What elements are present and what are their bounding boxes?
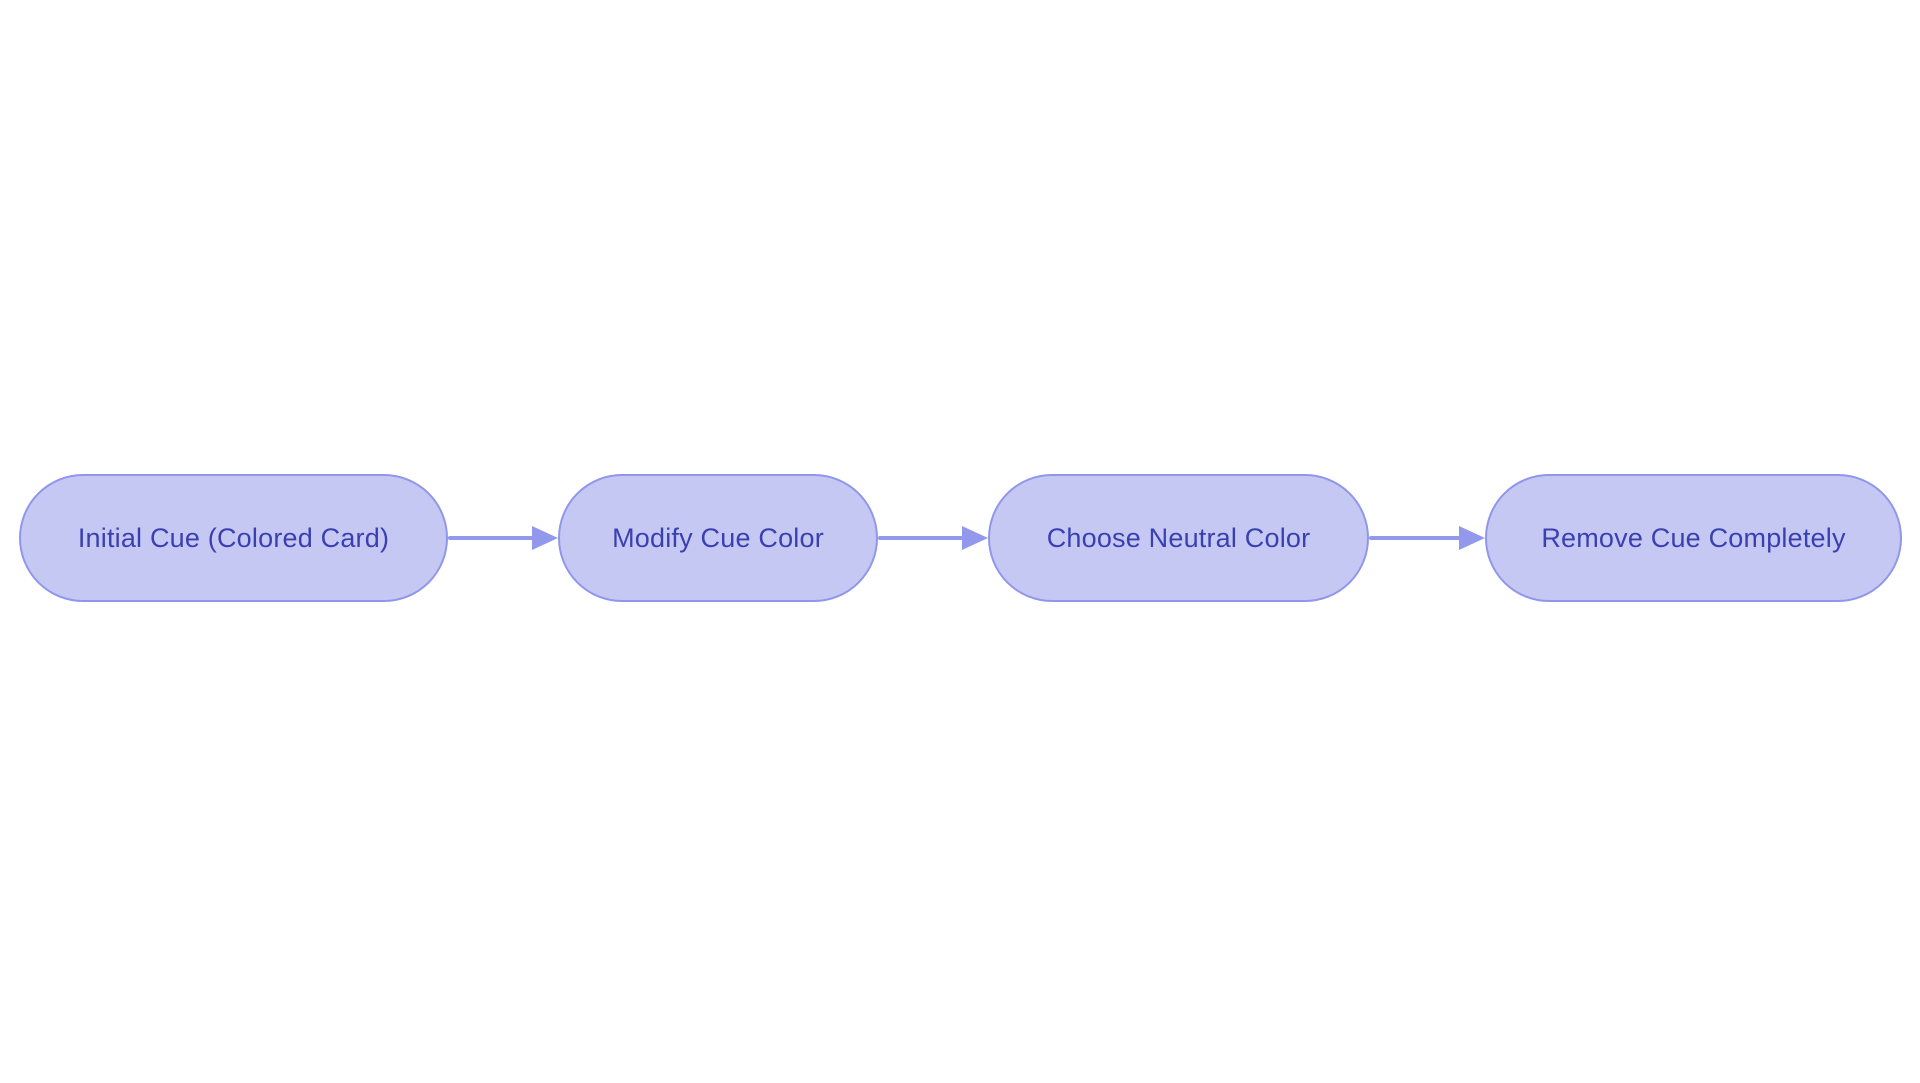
flow-node-label: Choose Neutral Color (1046, 522, 1311, 553)
edge-modify-to-choose (878, 526, 988, 550)
arrowhead-right-icon (1459, 526, 1485, 550)
flow-node-remove-cue-completely[interactable]: Remove Cue Completely (1485, 474, 1902, 602)
flow-node-label: Initial Cue (Colored Card) (77, 522, 390, 553)
flow-node-label: Modify Cue Color (612, 522, 824, 553)
edge-initial-to-modify (448, 526, 558, 550)
arrowhead-right-icon (962, 526, 988, 550)
arrow-line (448, 535, 533, 541)
flow-node-initial-cue[interactable]: Initial Cue (Colored Card) (19, 474, 448, 602)
flow-node-label: Remove Cue Completely (1541, 522, 1846, 553)
flow-node-modify-cue-color[interactable]: Modify Cue Color (558, 474, 878, 602)
edge-choose-to-remove (1369, 526, 1485, 550)
arrow-line (878, 535, 963, 541)
arrow-line (1369, 535, 1460, 541)
flow-node-choose-neutral-color[interactable]: Choose Neutral Color (988, 474, 1369, 602)
arrowhead-right-icon (532, 526, 558, 550)
